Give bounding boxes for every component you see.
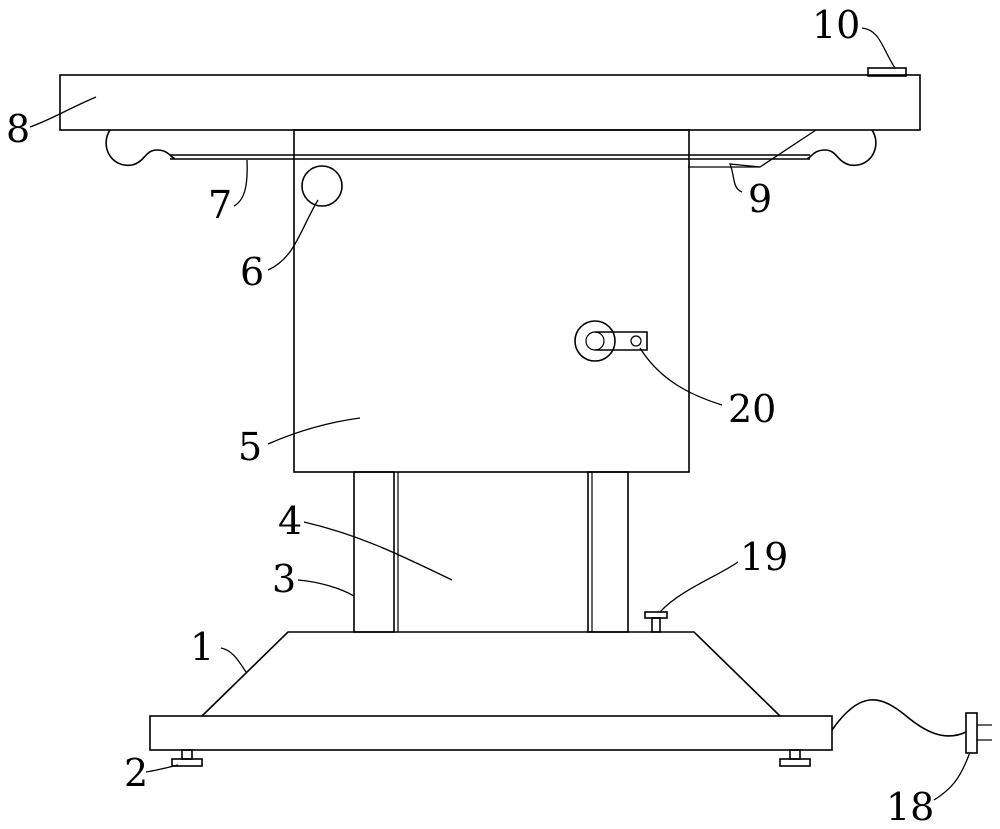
top-button [867,67,907,77]
handle-lever [595,331,648,351]
leader-2 [145,764,179,773]
power-plug [965,712,978,754]
leader-3 [297,579,355,597]
leader-9 [728,129,817,193]
power-cord [831,699,967,737]
label-7: 7 [208,183,232,227]
label-1: 1 [190,625,214,669]
leader-1 [220,647,247,673]
foot-left-stem [181,749,193,760]
label-5: 5 [238,425,262,469]
handle-wheel [574,320,616,362]
handle-pin [630,335,642,347]
label-20: 20 [728,387,776,431]
label-8: 8 [6,107,30,151]
foot-right-pad [779,758,811,767]
round-knob [301,165,343,207]
leader-5 [267,417,361,445]
label-18: 18 [886,785,934,829]
label-3: 3 [272,557,296,601]
label-4: 4 [278,499,302,543]
label-9: 9 [748,177,772,221]
label-19: 19 [740,535,788,579]
tabletop [59,74,921,131]
base-cover [201,631,781,717]
label-6: 6 [240,250,264,294]
base-knob-stem [651,617,661,633]
column-left-outer [353,471,395,633]
leader-4 [303,521,453,581]
label-2: 2 [124,751,148,795]
leader-19 [659,561,739,613]
leader-8 [29,96,97,128]
base-knob-cap [644,611,668,619]
label-10: 10 [812,3,860,47]
leader-10 [861,27,896,69]
column-right-outer [587,471,629,633]
leader-18 [933,751,971,801]
base-plate [149,715,833,751]
handle-hub [585,331,605,351]
foot-left-pad [171,758,203,767]
leader-20 [639,347,723,406]
foot-right-stem [789,749,801,760]
housing-box [293,129,690,473]
tabletop-edge-trim-right [806,129,877,166]
leader-7 [233,159,248,207]
leader-6 [267,199,319,271]
tabletop-edge-trim [105,129,176,166]
